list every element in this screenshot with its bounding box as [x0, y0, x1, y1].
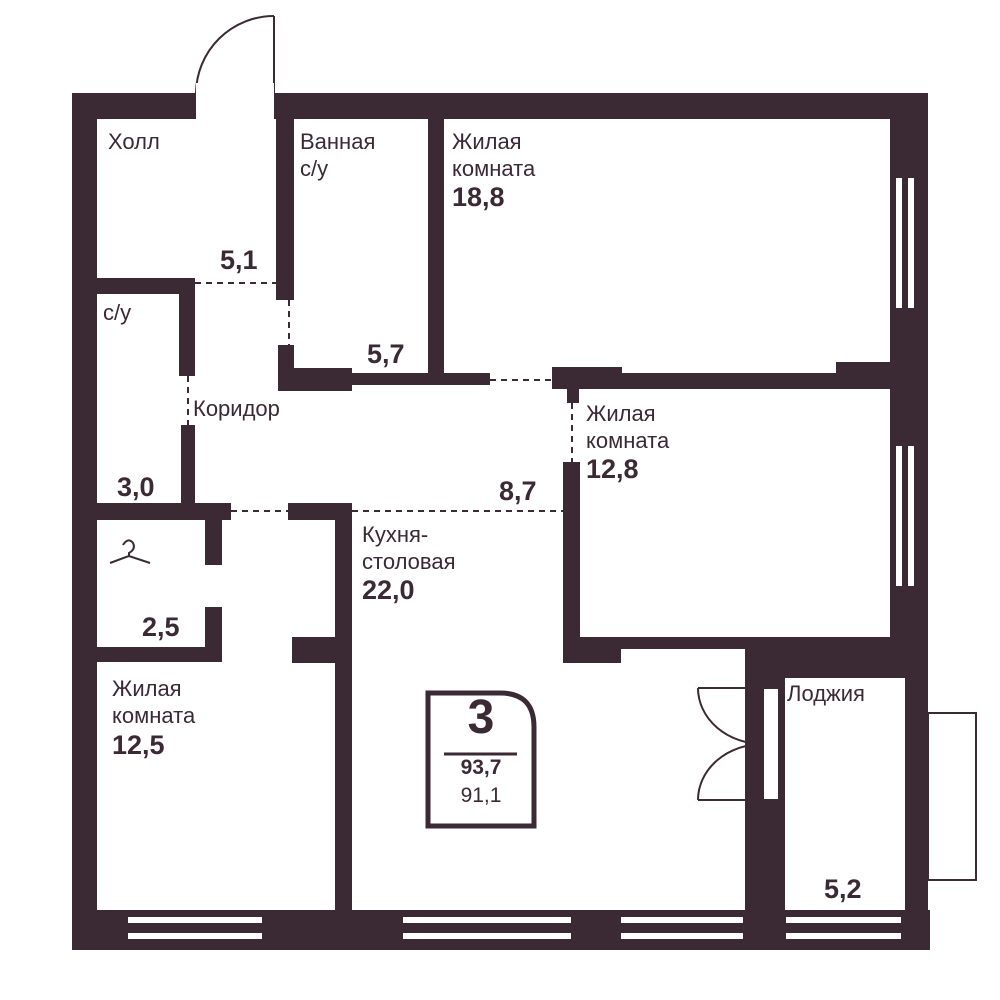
wall-bed2-top-stub: [567, 367, 579, 403]
balcony-door: [697, 687, 764, 801]
bathroom-area: 5,7: [367, 339, 405, 369]
openings: [187, 282, 573, 512]
wall-wc-right-a: [179, 278, 195, 376]
wall-bed1-bed2-b: [836, 362, 928, 389]
bathroom-name: Ванная с/у: [300, 129, 376, 181]
wall-bath-bottom-b: [350, 373, 490, 385]
wall-wc-right-b: [181, 425, 195, 520]
room-count: 3: [467, 691, 495, 744]
apartment-badge: 3 93,7 91,1: [426, 690, 536, 830]
wall-left: [72, 93, 97, 950]
windows-right: [896, 178, 914, 586]
wall-top: [274, 93, 928, 119]
windows-bottom: [128, 917, 901, 939]
wc-name: с/у: [103, 300, 132, 325]
corridor-name: Коридор: [193, 396, 280, 421]
wall-kitchen-top-stub: [288, 503, 350, 520]
hall-name: Холл: [108, 129, 160, 154]
entrance-door: [195, 15, 275, 94]
kitchen-name: Кухня- столовая: [362, 522, 456, 574]
wall-loggia-right: [905, 650, 928, 950]
bedroom3-name: Жилая комната: [112, 676, 196, 728]
wall-bath-bed1: [428, 93, 444, 385]
corridor-area: 8,7: [499, 476, 537, 506]
wall-bed-stub: [552, 367, 622, 389]
bedroom2-area: 12,8: [586, 454, 639, 484]
wall-bed3-kitchen: [335, 503, 352, 910]
living-area: 91,1: [460, 784, 502, 807]
wall-bed1-bed2-a: [620, 373, 840, 389]
wc-area: 3,0: [117, 472, 155, 502]
wall-wardrobe-bottom: [97, 647, 222, 662]
bedroom3-area: 12,5: [112, 730, 165, 760]
balcony-door-frame: [762, 687, 780, 801]
hanger-icon: [109, 539, 151, 564]
wall-hall-bath: [276, 93, 294, 300]
wall-bed2-bottom-b: [580, 637, 910, 649]
wall-wc-top: [97, 278, 195, 294]
bedroom1-name: Жилая комната: [452, 129, 536, 181]
wall-wc-bottom: [97, 503, 231, 520]
wall-bed2-left: [563, 462, 580, 663]
kitchen-area: 22,0: [362, 575, 415, 605]
badge-frame: [425, 690, 537, 829]
wall-bottom: [72, 910, 930, 950]
loggia-floor: [785, 678, 905, 910]
hall-area: 5,1: [220, 245, 258, 275]
wall-bed3-stub: [292, 637, 352, 663]
bedroom1-area: 18,8: [452, 182, 505, 212]
total-area: 93,7: [460, 756, 502, 779]
wall-bath-bottom-a: [278, 368, 352, 391]
wall-wardrobe-right-a: [205, 503, 222, 565]
loggia-area: 5,2: [824, 874, 862, 904]
wardrobe-area: 2,5: [142, 612, 180, 642]
loggia-glazing: [911, 678, 977, 930]
bedroom2-name: Жилая комната: [586, 401, 670, 453]
loggia-name: Лоджия: [787, 681, 865, 706]
